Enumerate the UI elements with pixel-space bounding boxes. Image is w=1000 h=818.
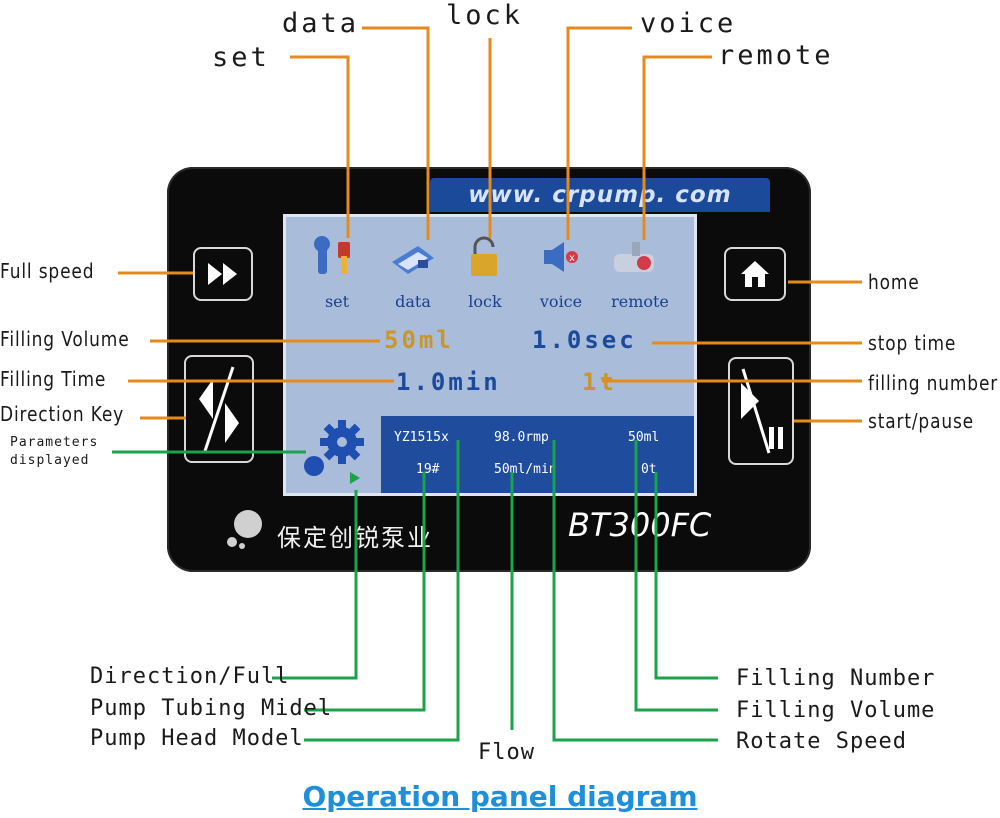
diagram-title: Operation panel diagram <box>302 780 698 813</box>
filling-volume-value: 50ml <box>384 326 454 354</box>
callout-data: data <box>282 8 360 39</box>
data-label: data <box>395 292 431 311</box>
data-icon <box>392 246 434 274</box>
home-icon <box>741 261 769 287</box>
set-label: set <box>324 292 350 311</box>
callout-direction-key: Direction Key <box>0 402 125 426</box>
callout-voice: voice <box>640 8 737 39</box>
remote-icon <box>614 242 654 272</box>
callout-remote: remote <box>718 40 834 71</box>
callout-pump-tubing-model: Pump Tubing Midel <box>90 696 333 721</box>
callout-flow: Flow <box>478 740 535 765</box>
flow-value: 50ml/min <box>494 462 557 477</box>
stop-time-value: 1.0sec <box>532 326 637 354</box>
set-icon <box>314 236 350 274</box>
fast-forward-icon <box>208 263 237 285</box>
callout-home: home <box>868 270 920 294</box>
callout-stop-time: stop time <box>868 331 957 355</box>
callout-parameters-line2: displayed <box>10 453 90 468</box>
remote-label: remote <box>611 292 669 311</box>
callout-filling-number-bottom: Filling Number <box>736 666 936 691</box>
callout-start-pause: start/pause <box>868 409 974 433</box>
website-banner: www. crpump. com <box>430 178 770 212</box>
lock-label: lock <box>468 292 502 311</box>
rotate-speed-value: 98.0rmp <box>494 430 549 445</box>
direction-key-button[interactable] <box>184 355 254 463</box>
model-number: BT300FC <box>568 506 712 544</box>
callout-lock: lock <box>446 0 524 31</box>
callout-parameters-line1: Parameters <box>10 435 99 450</box>
parameters-status-panel <box>381 416 694 493</box>
pump-head-model-value: YZ1515x <box>394 430 449 445</box>
callout-filling-volume: Filling Volume <box>0 327 130 351</box>
callout-pump-head-model: Pump Head Model <box>90 726 304 751</box>
callout-rotate-speed: Rotate Speed <box>736 729 907 754</box>
home-button[interactable] <box>724 247 786 301</box>
brand-name: 保定创锐泵业 <box>277 524 433 552</box>
callout-full-speed: Full speed <box>0 259 95 283</box>
svg-text:x: x <box>569 253 575 264</box>
callout-filling-time: Filling Time <box>0 367 107 391</box>
gear-icon <box>304 420 364 484</box>
full-speed-button[interactable] <box>193 247 253 301</box>
lock-icon <box>471 236 497 276</box>
start-pause-button[interactable] <box>728 357 794 465</box>
callout-filling-number: filling number <box>868 371 999 395</box>
brand-logo-icon <box>227 510 262 549</box>
fill-count-status: 0t <box>641 462 657 477</box>
voice-label: voice <box>539 292 583 311</box>
tubing-model-value: 19# <box>416 462 440 477</box>
callout-direction-full: Direction/Full <box>90 664 290 689</box>
callout-filling-volume-bottom: Filling Volume <box>736 698 936 723</box>
play-pause-icon <box>741 368 783 454</box>
voice-icon: x <box>544 242 578 272</box>
callout-set: set <box>212 42 270 73</box>
filling-time-value: 1.0min <box>396 368 501 396</box>
